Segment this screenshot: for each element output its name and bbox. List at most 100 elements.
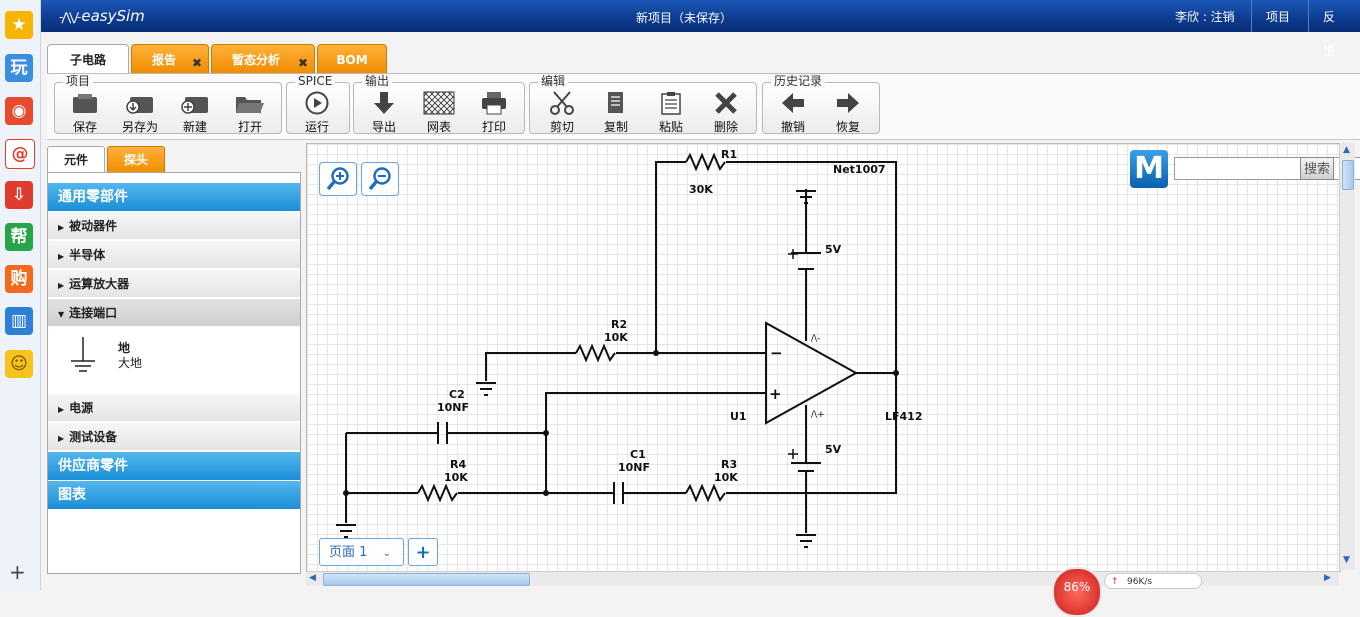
project-link[interactable]: 项目 (1251, 0, 1304, 32)
scroll-left-icon[interactable]: ◀ (309, 573, 316, 583)
tab-components[interactable]: 元件 (47, 146, 105, 174)
label-v-bottom: 5V (825, 443, 842, 456)
toolbar-group-history: 历史记录 撤销 恢复 (762, 74, 880, 135)
netlist-button[interactable]: 网表 (414, 91, 464, 135)
print-button[interactable]: 打印 (469, 91, 519, 135)
tab-transient[interactable]: 暂态分析 ✖ (211, 44, 315, 74)
save-button[interactable]: 保存 (60, 91, 110, 135)
network-speed: ↑ 96K/s (1104, 573, 1202, 589)
arrow-left-icon (782, 93, 804, 113)
delete-button[interactable]: 删除 (701, 91, 751, 135)
star-icon[interactable]: ★ (5, 11, 33, 39)
user-logout-link[interactable]: 李欣 : 注销 (1175, 10, 1235, 24)
resistor-r1[interactable] (685, 152, 726, 172)
wire (726, 372, 897, 494)
category-charts[interactable]: 图表 (48, 481, 300, 509)
scroll-down-icon[interactable]: ▼ (1343, 555, 1350, 565)
scissors-icon (550, 91, 574, 115)
run-button[interactable]: 运行 (292, 91, 342, 135)
junction (543, 490, 549, 496)
sub-test-equipment[interactable]: ▶测试设备 (48, 423, 300, 451)
shop-icon[interactable]: 购 (5, 265, 33, 293)
junction (343, 490, 349, 496)
cut-button[interactable]: 剪切 (537, 91, 587, 135)
paste-button[interactable]: 粘贴 (646, 91, 696, 135)
toolbar-group-project: 项目 保存 另存为 新建 打开 (54, 74, 282, 135)
category-general[interactable]: 通用零部件 (48, 183, 300, 211)
arrow-up-icon: ↑ (1111, 577, 1119, 587)
battery-bottom[interactable] (791, 462, 821, 472)
capacitor-c2[interactable] (437, 422, 448, 444)
new-button[interactable]: 新建 (170, 91, 220, 135)
opamp-u1[interactable] (765, 321, 859, 425)
capacitor-c1[interactable] (613, 482, 624, 504)
undo-button[interactable]: 撤销 (768, 91, 818, 135)
resistor-r2[interactable] (575, 343, 616, 363)
book-icon[interactable]: ▥ (5, 307, 33, 335)
feedback-link[interactable]: 反馈 (1308, 0, 1360, 58)
toolbar-group-output: 输出 导出 网表 打印 (353, 74, 525, 135)
caret-right-icon: ▶ (58, 281, 65, 290)
tab-probes[interactable]: 探头 (107, 146, 165, 174)
help-icon[interactable]: 帮 (5, 223, 33, 251)
zoom-out-button[interactable] (361, 162, 399, 196)
emoji-icon[interactable]: ☺ (5, 350, 33, 378)
resistor-r3[interactable] (685, 483, 726, 503)
weibo-icon[interactable]: ◉ (5, 97, 33, 125)
export-button[interactable]: 导出 (359, 91, 409, 135)
label-r4-value: 10K (444, 471, 468, 484)
printer-icon (482, 92, 506, 115)
dock-add-button[interactable]: + (9, 560, 26, 584)
sub-passive[interactable]: ▶被动器件 (48, 212, 300, 240)
page-select-label: 页面 1 (329, 545, 368, 560)
download-icon[interactable]: ⇩ (5, 181, 33, 209)
vertical-scrollbar[interactable]: ▲ ▼ (1339, 143, 1355, 570)
toolbar-group-edit: 编辑 剪切 复制 粘贴 删除 (529, 74, 757, 135)
close-icon[interactable]: ✖ (191, 56, 202, 70)
tab-report-label: 报告 (151, 53, 176, 67)
page-select[interactable]: 页面 1 ⌄ (319, 538, 404, 566)
sub-power[interactable]: ▶电源 (48, 394, 300, 422)
category-vendor[interactable]: 供应商零件 (48, 452, 300, 480)
cpu-percent-badge[interactable]: 86% (1052, 567, 1102, 617)
easysim-logo: -⋀⋁-easySim (59, 7, 145, 25)
sub-connectors[interactable]: ▼连接端口 (48, 299, 300, 327)
schematic-canvas[interactable]: R1 30K Net1007 R2 10K C2 10NF R4 10K C1 … (306, 143, 1341, 572)
tab-bom[interactable]: BOM (317, 44, 387, 74)
vertical-scroll-thumb[interactable] (1342, 160, 1354, 190)
redo-button[interactable]: 恢复 (823, 91, 873, 135)
label-r2: R2 (611, 318, 627, 331)
search-button[interactable]: 搜索 (1300, 157, 1334, 180)
open-button[interactable]: 打开 (225, 91, 275, 135)
component-ground[interactable]: 地 大地 (48, 327, 300, 393)
label-minus-input: − (770, 344, 783, 362)
scroll-right-icon[interactable]: ▶ (1324, 573, 1331, 583)
play-icon[interactable]: 玩 (5, 54, 33, 82)
battery-top[interactable] (791, 252, 821, 270)
sub-semiconductor[interactable]: ▶半导体 (48, 241, 300, 269)
label-r3-value: 10K (714, 471, 738, 484)
play-circle-icon (305, 91, 329, 115)
label-opamp-model: LF412 (885, 410, 923, 423)
label-vplus: /\+ (811, 410, 825, 420)
left-dock: ★ 玩 ◉ @ ⇩ 帮 购 ▥ ☺ + (0, 0, 41, 590)
sub-opamp[interactable]: ▶运算放大器 (48, 270, 300, 298)
save-as-icon (126, 97, 153, 114)
clipboard-icon (661, 92, 681, 115)
mail-icon[interactable]: @ (5, 139, 35, 169)
resistor-r4[interactable] (417, 483, 458, 503)
tab-report[interactable]: 报告 ✖ (131, 44, 209, 74)
scroll-up-icon[interactable]: ▲ (1343, 145, 1350, 155)
zoom-in-button[interactable] (319, 162, 357, 196)
close-icon[interactable]: ✖ (297, 56, 308, 70)
ground-symbol (796, 534, 816, 548)
horizontal-scroll-thumb[interactable] (323, 573, 530, 586)
label-v-top: 5V (825, 243, 842, 256)
zoom-in-icon (326, 167, 349, 191)
ground-symbol-icon (71, 337, 95, 372)
m-logo: M (1130, 150, 1168, 188)
save-as-button[interactable]: 另存为 (115, 91, 165, 135)
copy-button[interactable]: 复制 (591, 91, 641, 135)
add-page-button[interactable]: + (408, 538, 438, 566)
tab-subcircuit[interactable]: 子电路 (47, 44, 129, 75)
